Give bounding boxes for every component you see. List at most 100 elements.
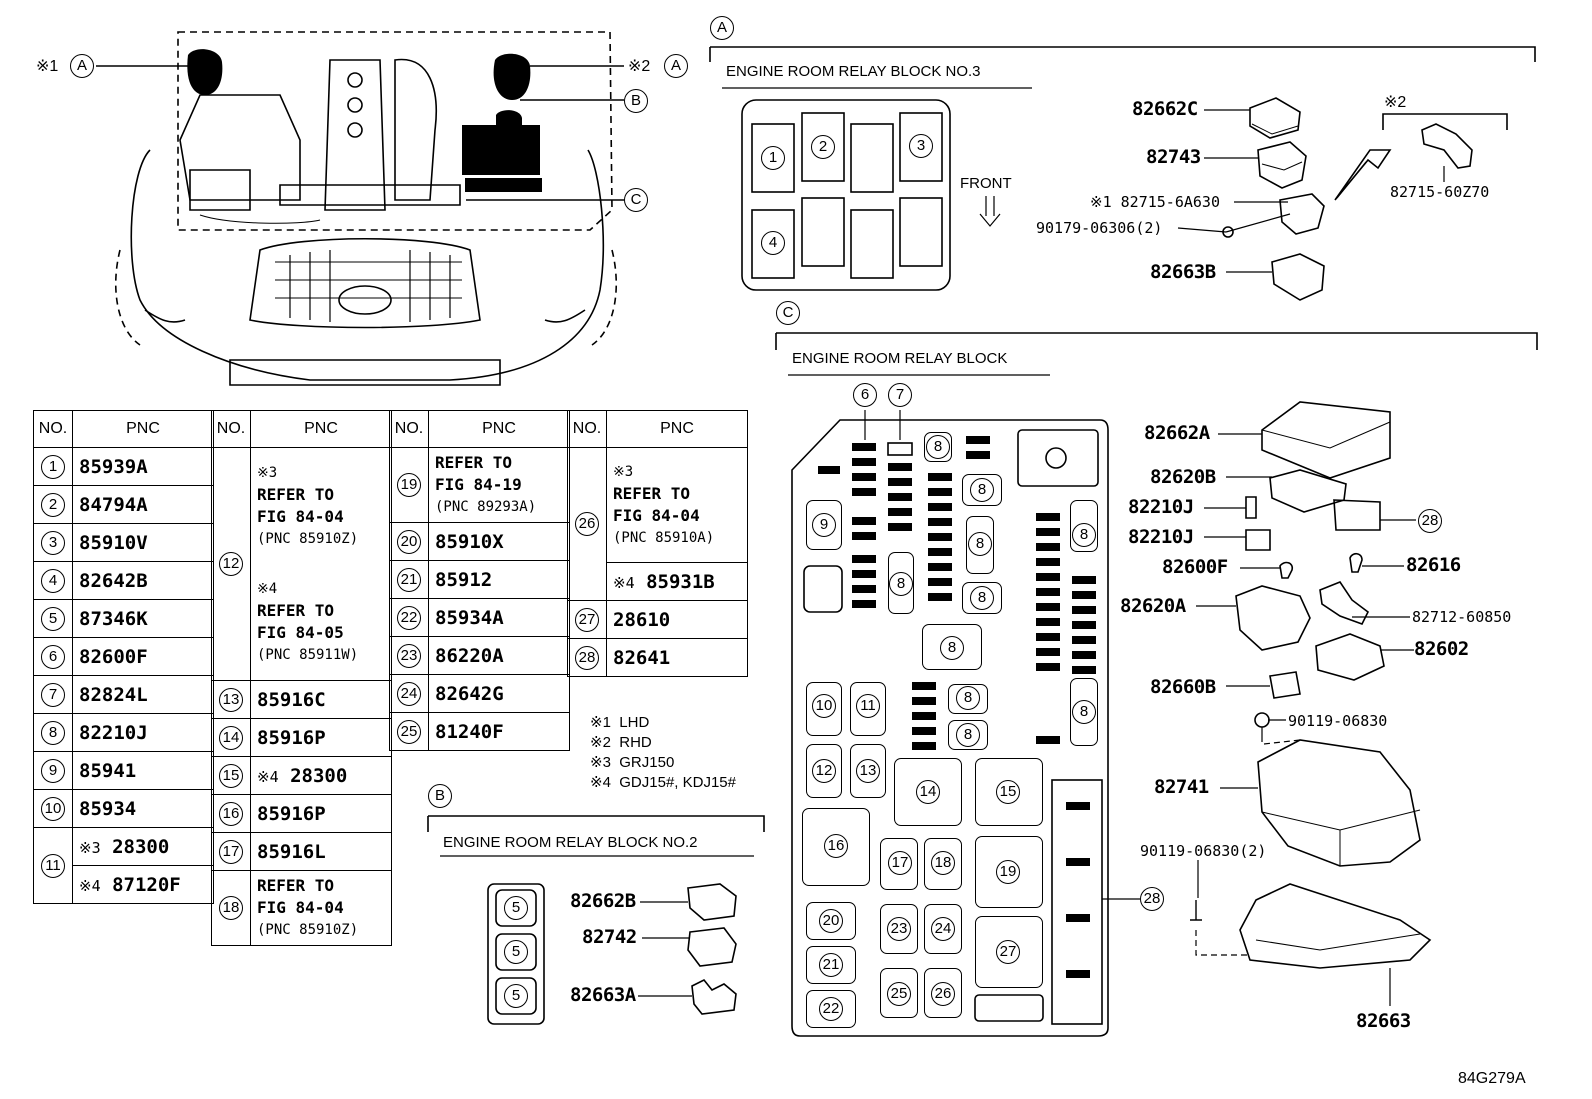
pnc-table-col3: NO.PNC 19 REFER TO FIG 84-19 (PNC 89293A… [389, 410, 570, 751]
part-82662b: 82662B [570, 890, 636, 912]
callout-19: 19 [996, 860, 1020, 884]
part-82210j-a: 82210J [1128, 496, 1194, 518]
callout-10: 10 [812, 694, 836, 718]
fuse-bars [818, 436, 1096, 978]
note-3: ※3 GRJ150 [590, 754, 675, 771]
part-82715-6a630: ※1 82715-6A630 [1090, 193, 1220, 211]
part-90179-06306: 90179-06306(2) [1036, 219, 1163, 237]
part-82660b: 82660B [1150, 676, 1216, 698]
callout-17: 17 [888, 851, 912, 875]
callout-27: 27 [996, 940, 1020, 964]
block-c-title: ENGINE ROOM RELAY BLOCK [792, 350, 1008, 367]
part-82616: 82616 [1406, 554, 1461, 576]
callout-a-rhd: A [664, 54, 688, 78]
part-82620a: 82620A [1120, 595, 1186, 617]
callout-8: 8 [926, 435, 950, 459]
callout-b: B [624, 89, 648, 113]
callout-12: 12 [812, 759, 836, 783]
callout-25: 25 [887, 982, 911, 1006]
slot-5: 5 [504, 984, 528, 1008]
relay-block-markers [187, 49, 542, 192]
figure-code: 84G279A [1458, 1070, 1526, 1087]
relay-slot-15 [975, 758, 1043, 826]
part-82663b: 82663B [1150, 261, 1216, 283]
callout-8: 8 [956, 686, 980, 710]
section-b-label: B [428, 784, 452, 808]
part-82210j-b: 82210J [1128, 526, 1194, 548]
callout-9: 9 [812, 513, 836, 537]
table-row: 18 REFER TO FIG 84-04 (PNC 85910Z) [211, 870, 392, 946]
callout-26: 26 [931, 982, 955, 1006]
callout-6: 6 [853, 383, 877, 407]
table-row: 15※4 28300 [211, 756, 392, 795]
notes-legend: ※1 LHD ※2 RHD ※3 GRJ150 ※4 GDJ15#, KDJ15… [590, 713, 736, 793]
callout-14: 14 [916, 780, 940, 804]
callout-18: 18 [931, 851, 955, 875]
slot-3: 3 [909, 134, 933, 158]
callout-8: 8 [1072, 523, 1096, 547]
callout-24: 24 [931, 917, 955, 941]
section-c-label: C [776, 301, 800, 325]
slot-4: 4 [761, 231, 785, 255]
table-row: 19 REFER TO FIG 84-19 (PNC 89293A) [389, 447, 570, 523]
callout-15: 15 [996, 780, 1020, 804]
callout-28: 28 [1140, 887, 1164, 911]
note-1: ※1 LHD [590, 714, 650, 731]
callout-8: 8 [940, 636, 964, 660]
col-header-no: NO. [33, 410, 73, 448]
slot-2: 2 [811, 135, 835, 159]
part-82662c: 82662C [1132, 98, 1198, 120]
note-4: ※4 GDJ15#, KDJ15# [590, 774, 736, 791]
callout-a-lhd: A [70, 54, 94, 78]
block-b-parts-drawing [687, 883, 737, 1015]
callout-8: 8 [889, 572, 913, 596]
part-82662a: 82662A [1144, 422, 1210, 444]
callout-8: 8 [968, 532, 992, 556]
part-82663: 82663 [1356, 1010, 1411, 1032]
section-a-label: A [710, 16, 734, 40]
callout-8: 8 [970, 586, 994, 610]
pnc-table-col4: NO.PNC 26 ※3 REFER TO FIG 84-04 (PNC 859… [567, 410, 748, 677]
note-2: ※2 RHD [590, 734, 652, 751]
part-82663a: 82663A [570, 984, 636, 1006]
engine-bay-drawing [114, 31, 618, 386]
block-b-title: ENGINE ROOM RELAY BLOCK NO.2 [443, 834, 698, 851]
part-82715-60z70: 82715-60Z70 [1390, 183, 1490, 201]
callout-8: 8 [970, 478, 994, 502]
callout-8: 8 [1072, 700, 1096, 724]
block-a-title: ENGINE ROOM RELAY BLOCK NO.3 [726, 63, 981, 80]
part-90119-06830: 90119-06830 [1288, 712, 1388, 730]
part-82712-60850: 82712-60850 [1412, 608, 1512, 626]
block-a-parts-drawing [1249, 97, 1473, 301]
callout-7: 7 [888, 383, 912, 407]
part-82743: 82743 [1146, 146, 1201, 168]
callout-20: 20 [819, 909, 843, 933]
callout-28-part: 28 [1418, 509, 1442, 533]
front-label: FRONT [960, 175, 1012, 192]
slot-5: 5 [504, 940, 528, 964]
part-82600f: 82600F [1162, 556, 1228, 578]
callout-23: 23 [887, 917, 911, 941]
callout-13: 13 [856, 759, 880, 783]
callout-8: 8 [956, 723, 980, 747]
table-row: 12 ※3 REFER TO FIG 84-04 (PNC 85910Z) ※4… [211, 447, 392, 681]
slot-5: 5 [504, 896, 528, 920]
rhd-bracket-mark: ※2 [1384, 94, 1407, 111]
table-row: ※4 85931B [568, 562, 748, 601]
